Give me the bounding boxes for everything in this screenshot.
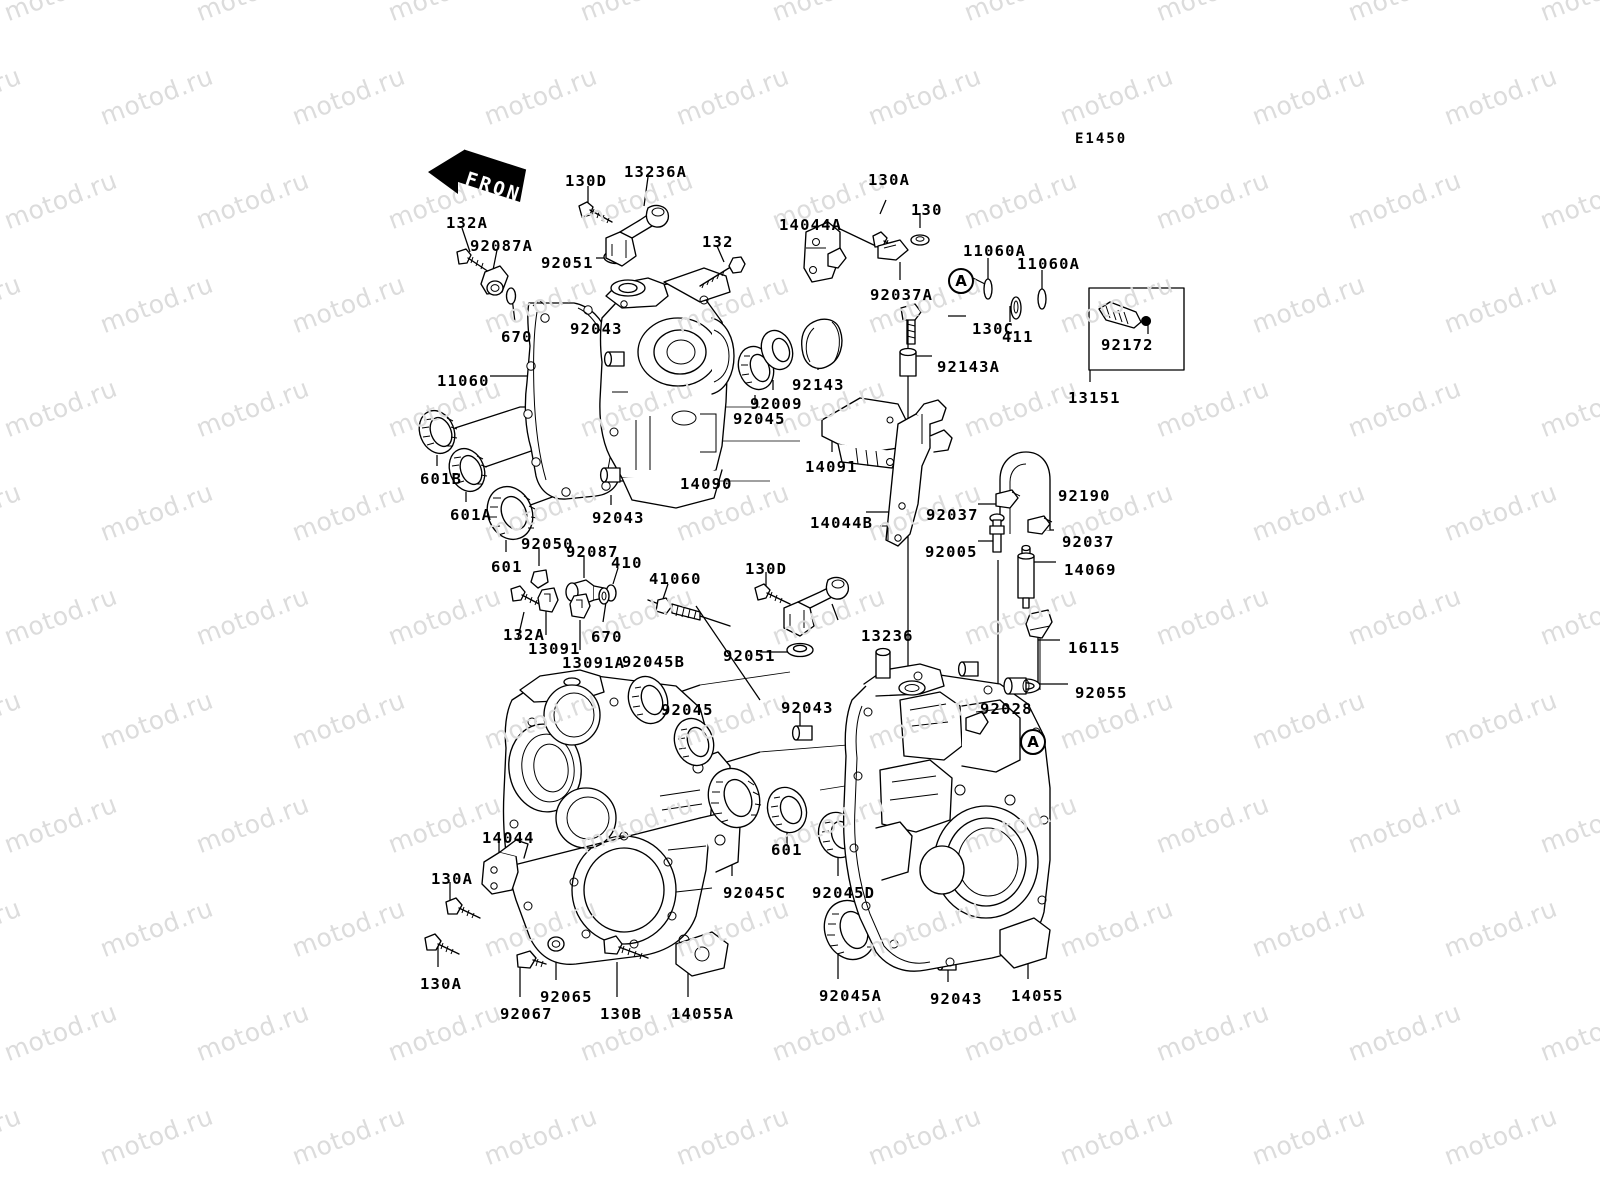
part-label-11060: 11060 [437, 372, 490, 390]
part-label-14044: 14044 [482, 829, 535, 847]
diagram-code: E1450 [1075, 131, 1128, 147]
part-label-14091: 14091 [805, 458, 858, 476]
part-label-92055: 92055 [1075, 684, 1128, 702]
part-label-132-top: 132 [702, 233, 734, 251]
front-direction-marker: FRONT [428, 149, 528, 211]
part-label-92087A: 92087A [470, 237, 534, 255]
part-label-13236A: 13236A [624, 163, 688, 181]
part-label-92043-low: 92043 [781, 699, 834, 717]
part-label-92043-bot: 92043 [930, 990, 983, 1008]
part-label-92043-top: 92043 [570, 320, 623, 338]
part-label-92172: 92172 [1101, 336, 1154, 354]
part-label-16115: 16115 [1068, 639, 1121, 657]
part-label-92005: 92005 [925, 543, 978, 561]
part-label-132A-top: 132A [446, 214, 489, 232]
part-label-130A-mid: 130A [431, 870, 474, 888]
part-label-92065: 92065 [540, 988, 593, 1006]
part-label-92067: 92067 [500, 1005, 553, 1023]
part-label-92028: 92028 [980, 700, 1033, 718]
part-label-92143: 92143 [792, 376, 845, 394]
part-label-601-mid: 601 [491, 558, 523, 576]
part-label-130-top: 130 [911, 201, 943, 219]
part-label-92143A: 92143A [937, 358, 1001, 376]
part-label-92087: 92087 [566, 543, 619, 561]
part-label-92051-top: 92051 [541, 254, 594, 272]
part-label-601-low: 601 [771, 841, 803, 859]
part-label-130D-mid: 130D [745, 560, 788, 578]
part-label-92037-2: 92037 [1062, 533, 1115, 551]
part-label-14044B: 14044B [810, 514, 874, 532]
part-label-601A: 601A [450, 506, 493, 524]
part-label-14044A: 14044A [779, 216, 843, 234]
part-label-13091A: 13091A [562, 654, 626, 672]
part-label-11060A-1: 11060A [963, 242, 1027, 260]
part-label-41060: 41060 [649, 570, 702, 588]
part-label-14090: 14090 [680, 475, 733, 493]
part-label-92037A: 92037A [870, 286, 934, 304]
part-label-132A-mid: 132A [503, 626, 546, 644]
part-label-92051-mid: 92051 [723, 647, 776, 665]
part-label-92043-mid: 92043 [592, 509, 645, 527]
part-label-670-mid: 670 [591, 628, 623, 646]
part-label-92045-up: 92045 [733, 410, 786, 428]
part-label-130B: 130B [600, 1005, 643, 1023]
part-label-130A-low: 130A [420, 975, 463, 993]
callout-circle-a: A [1020, 729, 1046, 755]
part-label-92037-1: 92037 [926, 506, 979, 524]
part-label-13236: 13236 [861, 627, 914, 645]
part-label-670-top: 670 [501, 328, 533, 346]
part-label-92190: 92190 [1058, 487, 1111, 505]
part-label-11060A-2: 11060A [1017, 255, 1081, 273]
part-label-130A-top: 130A [868, 171, 911, 189]
part-label-92045B: 92045B [622, 653, 686, 671]
part-label-13151: 13151 [1068, 389, 1121, 407]
part-label-14069: 14069 [1064, 561, 1117, 579]
part-label-92045D: 92045D [812, 884, 876, 902]
part-label-92009: 92009 [750, 395, 803, 413]
part-label-601B: 601B [420, 470, 463, 488]
part-label-130D-top: 130D [565, 172, 608, 190]
part-label-14055A: 14055A [671, 1005, 735, 1023]
part-label-411: 411 [1002, 328, 1034, 346]
part-label-410: 410 [611, 554, 643, 572]
part-label-92045A: 92045A [819, 987, 883, 1005]
part-label-92045C: 92045C [723, 884, 787, 902]
part-label-92050: 92050 [521, 535, 574, 553]
part-label-14055: 14055 [1011, 987, 1064, 1005]
callout-circle-a: A [948, 268, 974, 294]
part-label-13091: 13091 [528, 640, 581, 658]
part-label-130C: 130C [972, 320, 1015, 338]
part-label-92045-low: 92045 [661, 701, 714, 719]
